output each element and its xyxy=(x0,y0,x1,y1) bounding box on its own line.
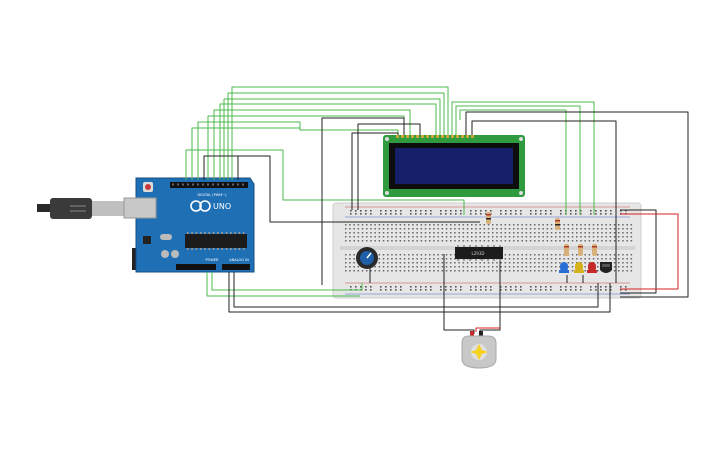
digital-label: DIGITAL (PWM~) xyxy=(197,193,227,197)
power-label: POWER xyxy=(206,258,220,262)
resistor[interactable] xyxy=(555,218,560,230)
driver-chip-label: L293D xyxy=(472,251,485,256)
wires[interactable] xyxy=(185,86,689,334)
resistor[interactable] xyxy=(592,244,597,256)
motor-driver-chip[interactable]: L293D xyxy=(455,245,503,261)
arduino-uno-board[interactable]: DIGITAL (PWM~) UNO POWER ANALOG IN xyxy=(37,177,255,273)
potentiometer-icon[interactable] xyxy=(356,247,378,269)
led-red[interactable] xyxy=(587,262,597,273)
led-blue[interactable] xyxy=(559,262,569,273)
motor-icon[interactable] xyxy=(461,331,497,369)
leds[interactable] xyxy=(559,262,597,273)
lcd-pin-header xyxy=(396,135,474,138)
red-wires[interactable] xyxy=(475,213,679,332)
green-wires[interactable] xyxy=(185,86,595,297)
led-yellow[interactable] xyxy=(574,262,584,273)
resistor[interactable] xyxy=(578,244,583,256)
temperature-sensor-icon[interactable] xyxy=(600,262,612,273)
lcd-display[interactable] xyxy=(383,135,525,197)
usb-cable-icon xyxy=(37,198,126,219)
breadboard-holes xyxy=(345,210,633,291)
resistor[interactable] xyxy=(486,212,491,224)
analog-label: ANALOG IN xyxy=(229,258,249,262)
resistors[interactable] xyxy=(486,212,597,256)
resistor[interactable] xyxy=(564,244,569,256)
arduino-logo-icon xyxy=(190,200,211,212)
board-model-label: UNO xyxy=(213,202,231,211)
